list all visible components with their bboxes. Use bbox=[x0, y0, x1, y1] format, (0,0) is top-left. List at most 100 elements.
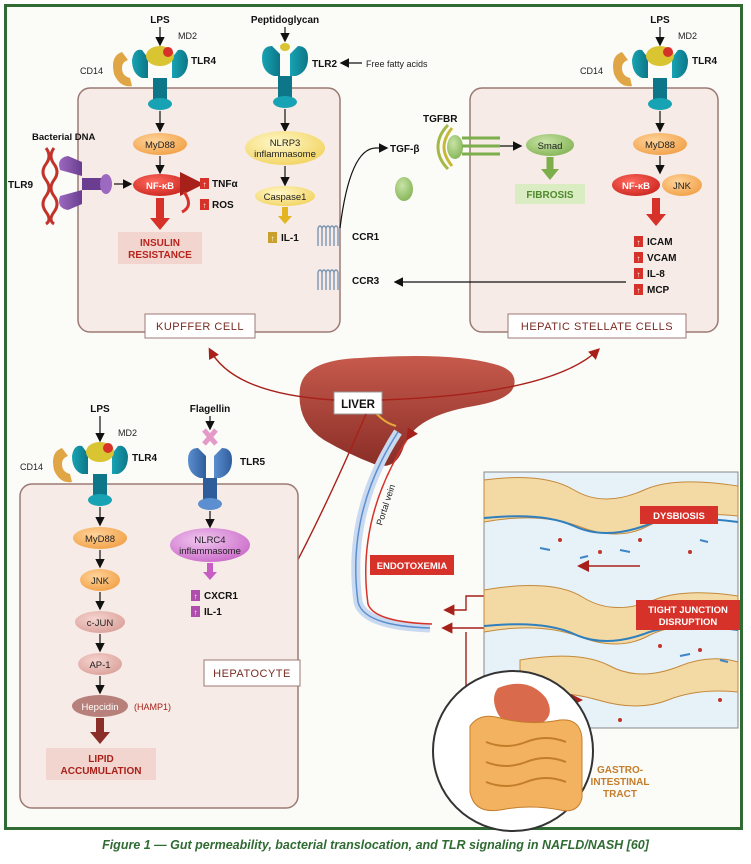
gi-tract-line1: GASTRO- bbox=[597, 765, 643, 776]
ccr3-receptor-icon bbox=[317, 269, 339, 290]
caspase1-pill bbox=[255, 186, 315, 206]
svg-text:↑: ↑ bbox=[637, 254, 641, 263]
stellate-tlr4-label: TLR4 bbox=[692, 56, 717, 67]
cxcr1-up-badge bbox=[191, 590, 200, 601]
kupffer-cell-name: KUPFFER CELL bbox=[156, 321, 244, 333]
liver-label: LIVER bbox=[341, 399, 376, 411]
tnf-up-badge bbox=[200, 178, 209, 189]
hepatocyte-lps-label: LPS bbox=[90, 404, 110, 415]
hepatocyte-jnk-pill bbox=[80, 569, 120, 591]
figure-caption: Figure 1 — Gut permeability, bacterial t… bbox=[102, 838, 649, 852]
gi-tract-line3: TRACT bbox=[603, 789, 637, 800]
hepatocyte-md2-label: MD2 bbox=[118, 428, 137, 438]
tgfbr-label: TGFBR bbox=[423, 114, 458, 125]
marker-mcp: MCP bbox=[647, 285, 670, 296]
svg-text:↑: ↑ bbox=[637, 238, 641, 247]
stellate-cell-body bbox=[469, 87, 719, 333]
tight-junction-line2: DISRUPTION bbox=[659, 617, 718, 628]
insulin-resistance-line1: INSULIN bbox=[140, 238, 180, 249]
kupffer-myd88-label: MyD88 bbox=[145, 140, 175, 151]
portal-vein-flow bbox=[365, 427, 433, 625]
ccr1-label: CCR1 bbox=[352, 232, 380, 243]
lipid-line2: ACCUMULATION bbox=[61, 766, 142, 777]
tgfbr-receptor-icon bbox=[436, 123, 500, 171]
svg-text:↑: ↑ bbox=[637, 286, 641, 295]
insulin-resistance-box bbox=[118, 232, 202, 264]
hepatocyte-myd88-label: MyD88 bbox=[85, 534, 115, 545]
stellate-cd14-icon bbox=[613, 52, 632, 87]
lipid-line1: LIPID bbox=[88, 754, 114, 765]
kupffer-cd14-label: CD14 bbox=[80, 66, 103, 76]
kupffer-ffa-label: Free fatty acids bbox=[366, 59, 428, 69]
caspase1-label: Caspase1 bbox=[264, 192, 307, 203]
kupffer-bacterial-dna-label: Bacterial DNA bbox=[32, 132, 95, 143]
hamp1-label: (HAMP1) bbox=[134, 702, 171, 712]
fibrosis-arrow-head bbox=[541, 169, 559, 180]
kupffer-nfkb-label: NF-κB bbox=[146, 181, 174, 192]
stellate-cd14-label: CD14 bbox=[580, 66, 603, 76]
svg-text:↑: ↑ bbox=[203, 180, 207, 189]
nlrc4-line1: NLRC4 bbox=[194, 535, 225, 546]
svg-text:↑: ↑ bbox=[194, 592, 198, 601]
insulin-resistance-line2: RESISTANCE bbox=[128, 250, 192, 261]
kupffer-tlr4-receptor-icon bbox=[132, 46, 188, 110]
cxcr1-label: CXCR1 bbox=[204, 591, 238, 602]
kupffer-tnfa-label: TNFα bbox=[212, 179, 238, 190]
tight-junction-line1: TIGHT JUNCTION bbox=[648, 605, 728, 616]
stellate-myd88-pill bbox=[633, 133, 687, 155]
kupffer-lps-label: LPS bbox=[150, 15, 170, 26]
stellate-tlr4-receptor-icon bbox=[632, 46, 688, 110]
il1-up-badge bbox=[268, 232, 277, 243]
cjun-label: c-JUN bbox=[87, 618, 114, 629]
kupffer-myd88-pill bbox=[133, 133, 187, 155]
stellate-name-box bbox=[507, 313, 687, 339]
tight-junction-box bbox=[636, 600, 740, 630]
smad-label: Smad bbox=[538, 141, 563, 152]
hepcidin-pill bbox=[72, 695, 128, 717]
lipid-arrow-head bbox=[90, 732, 110, 744]
ros-up-badge bbox=[200, 199, 209, 210]
svg-text:↑: ↑ bbox=[203, 201, 207, 210]
gut-vein-arrow-1 bbox=[443, 595, 484, 616]
cjun-pill bbox=[75, 611, 125, 633]
gi-tract-line2: INTESTINAL bbox=[591, 777, 650, 788]
liver-stellate-arrow bbox=[381, 348, 601, 401]
nlrc4-arrow-head bbox=[203, 572, 217, 580]
stellate-marker-list: ↑ ICAM ↑ VCAM ↑ IL-8 ↑ MCP bbox=[634, 236, 676, 296]
fibrosis-label: FIBROSIS bbox=[526, 190, 574, 201]
stellate-myd88-label: MyD88 bbox=[645, 140, 675, 151]
kupffer-tlr9-receptor-icon bbox=[41, 147, 112, 226]
liver-label-box bbox=[333, 391, 383, 415]
liver-icon bbox=[299, 356, 515, 466]
nlrc4-line2: inflammasome bbox=[179, 546, 241, 557]
kupffer-tgfb-curve bbox=[339, 147, 377, 229]
endotoxemia-box bbox=[370, 555, 454, 575]
marker-vcam: VCAM bbox=[647, 253, 676, 264]
hepatocyte-il1-label: IL-1 bbox=[204, 607, 222, 618]
stellate-nfkb-pill bbox=[612, 174, 660, 196]
intestine-icon bbox=[469, 683, 583, 812]
tlr5-receptor-icon bbox=[188, 428, 232, 510]
tlr5-label: TLR5 bbox=[240, 457, 265, 468]
kupffer-name-box bbox=[144, 313, 256, 339]
stellate-cell-name: HEPATIC STELLATE CELLS bbox=[521, 321, 673, 333]
hepatocyte-tlr4-label: TLR4 bbox=[132, 453, 157, 464]
kupffer-tlr4-label: TLR4 bbox=[191, 56, 216, 67]
kupffer-ros-label: ROS bbox=[212, 200, 234, 211]
kupffer-il1-label: IL-1 bbox=[281, 233, 299, 244]
marker-icam: ICAM bbox=[647, 237, 673, 248]
hepatocyte-cd14-label: CD14 bbox=[20, 462, 43, 472]
fibrosis-box bbox=[515, 184, 585, 204]
ap1-label: AP-1 bbox=[89, 660, 110, 671]
kupffer-tlr2-receptor-icon bbox=[262, 43, 308, 108]
nlrc4-pill bbox=[170, 528, 250, 562]
stellate-jnk-label: JNK bbox=[673, 181, 692, 192]
svg-text:↑: ↑ bbox=[271, 234, 275, 243]
svg-text:↑: ↑ bbox=[194, 608, 198, 617]
hepatocyte-name: HEPATOCYTE bbox=[213, 668, 291, 680]
nlrp3-pill bbox=[245, 131, 325, 165]
hepatocyte-tlr4-receptor-icon bbox=[72, 442, 128, 506]
hepatocyte-body bbox=[19, 483, 299, 809]
flagellin-label: Flagellin bbox=[190, 404, 231, 415]
